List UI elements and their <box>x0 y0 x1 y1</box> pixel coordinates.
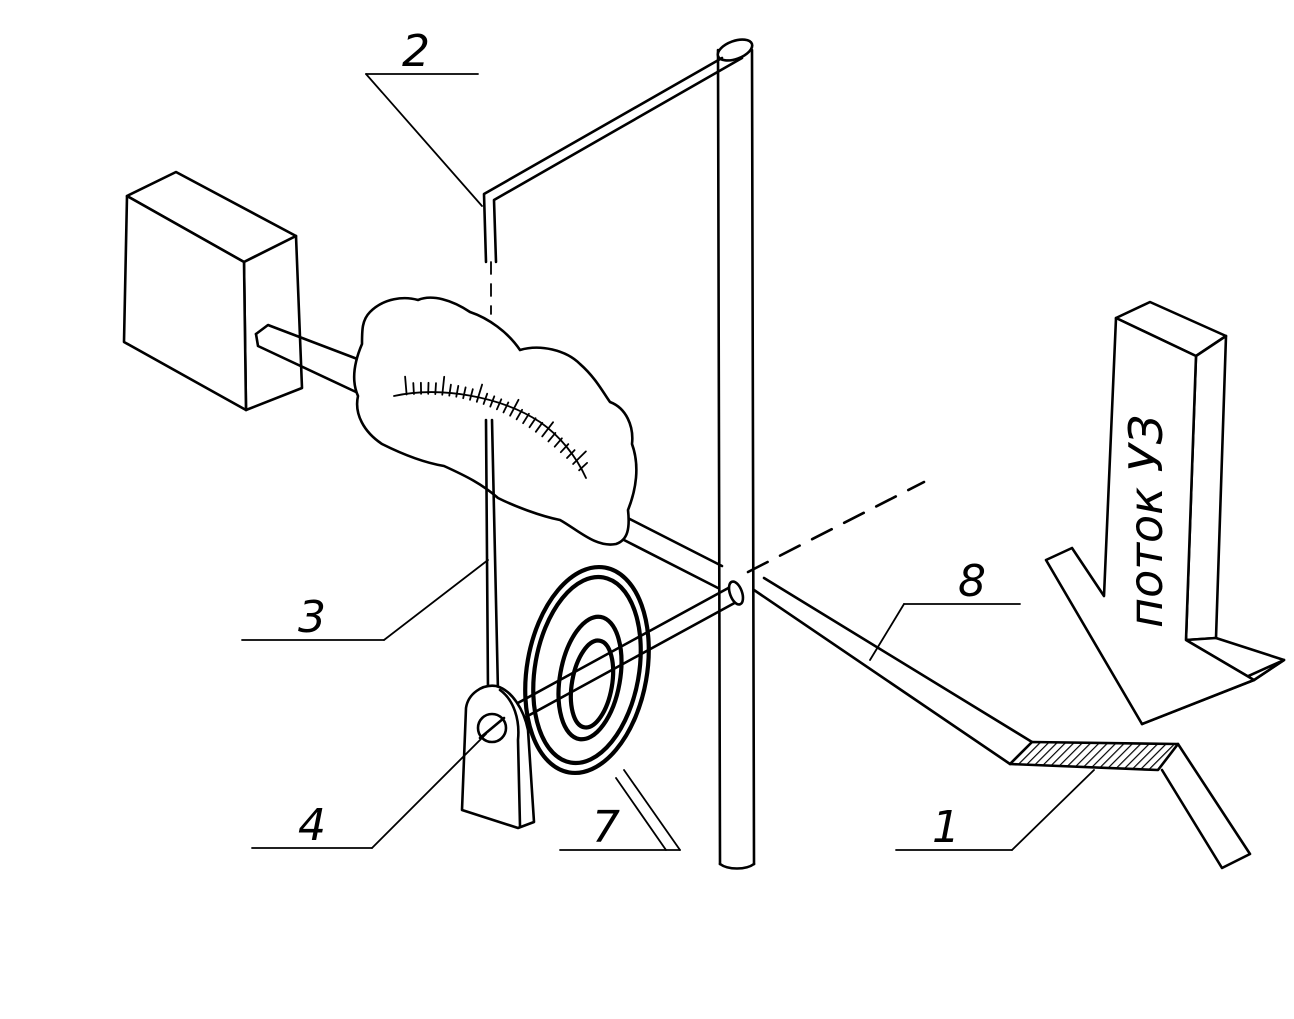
label-1: 1 <box>932 802 960 853</box>
plate-1 <box>1010 742 1250 868</box>
label-2: 2 <box>402 26 430 77</box>
wire-arm <box>484 58 742 314</box>
scale-tick <box>413 383 414 394</box>
scale-tick <box>435 383 436 394</box>
flow-arrow: поток УЗ <box>1046 302 1284 724</box>
ribbon-8 <box>754 578 1032 764</box>
weight-box <box>124 172 302 410</box>
holder-4 <box>462 686 534 828</box>
label-4: 4 <box>298 800 326 851</box>
label-7: 7 <box>592 802 620 853</box>
callouts: 2 3 4 7 8 1 <box>242 26 1094 853</box>
label-3: 3 <box>298 592 326 643</box>
arrow-label: поток УЗ <box>1119 415 1173 628</box>
dial-scale-card <box>354 298 636 545</box>
vertical-post <box>715 35 755 868</box>
label-8: 8 <box>958 556 986 607</box>
spiral-spring-7 <box>510 557 664 783</box>
